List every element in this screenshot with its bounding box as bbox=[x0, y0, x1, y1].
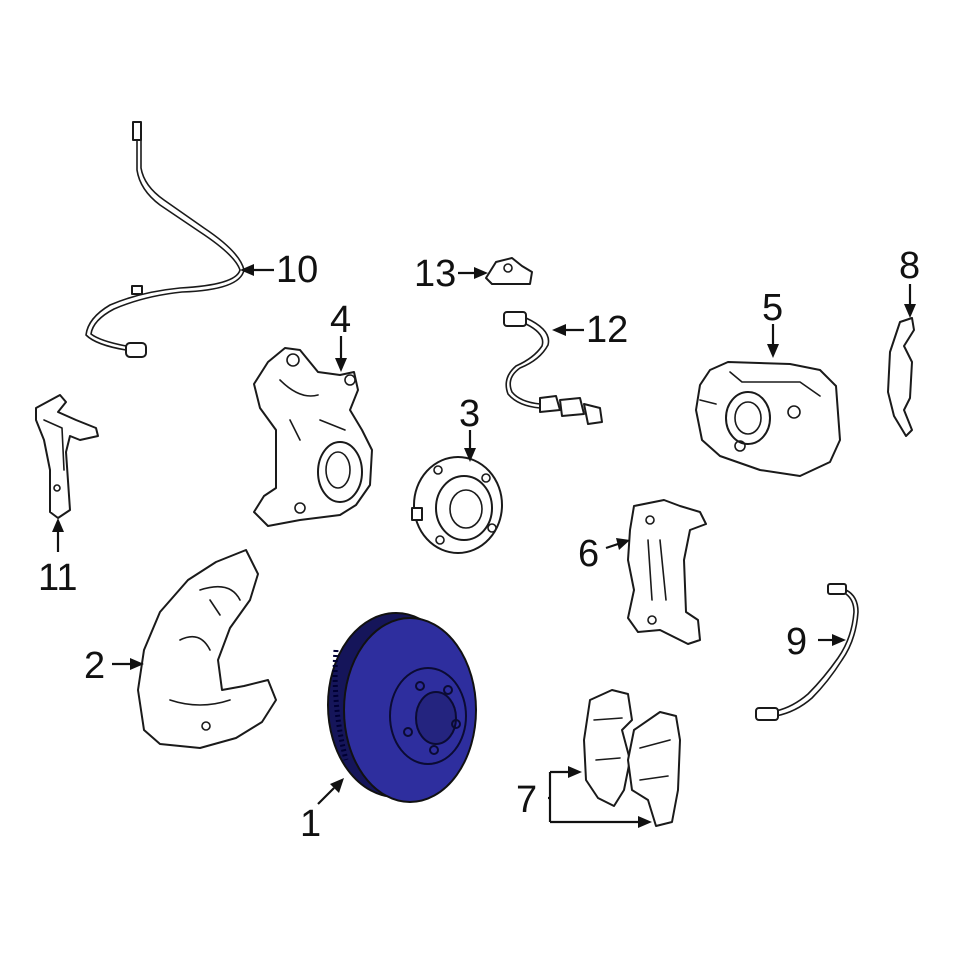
part-4-steering-knuckle[interactable] bbox=[253, 347, 373, 527]
part-10-abs-sensor-wire[interactable] bbox=[85, 121, 245, 358]
callout-11: 11 bbox=[38, 557, 77, 599]
callout-1: 1 bbox=[300, 803, 321, 845]
part-3-hub-bearing[interactable] bbox=[411, 456, 503, 554]
callout-3: 3 bbox=[459, 393, 480, 435]
leader-lines bbox=[52, 264, 916, 828]
callout-2: 2 bbox=[84, 645, 105, 687]
callout-labels: 10 13 12 4 3 5 8 11 6 9 2 1 7 bbox=[38, 245, 920, 845]
part-11-bracket[interactable] bbox=[35, 394, 99, 519]
callout-7: 7 bbox=[516, 779, 537, 821]
callout-10: 10 bbox=[276, 249, 318, 291]
part-8-caliper-clip[interactable] bbox=[887, 317, 915, 437]
part-6-caliper-bracket[interactable] bbox=[627, 499, 707, 645]
callout-8: 8 bbox=[899, 245, 920, 287]
callout-9: 9 bbox=[786, 621, 807, 663]
part-1-brake-rotor[interactable] bbox=[327, 612, 477, 803]
part-2-dust-shield[interactable] bbox=[137, 549, 277, 749]
callout-12: 12 bbox=[586, 309, 628, 351]
part-5-brake-caliper[interactable] bbox=[695, 361, 841, 477]
part-13-clip-bracket[interactable] bbox=[485, 257, 533, 285]
part-9-wear-sensor[interactable] bbox=[755, 583, 859, 721]
part-12-brake-hose[interactable] bbox=[503, 311, 603, 425]
callout-5: 5 bbox=[762, 287, 783, 329]
part-7-brake-pads[interactable] bbox=[583, 689, 681, 827]
callout-4: 4 bbox=[330, 299, 351, 341]
callout-6: 6 bbox=[578, 533, 599, 575]
callout-13: 13 bbox=[414, 253, 456, 295]
